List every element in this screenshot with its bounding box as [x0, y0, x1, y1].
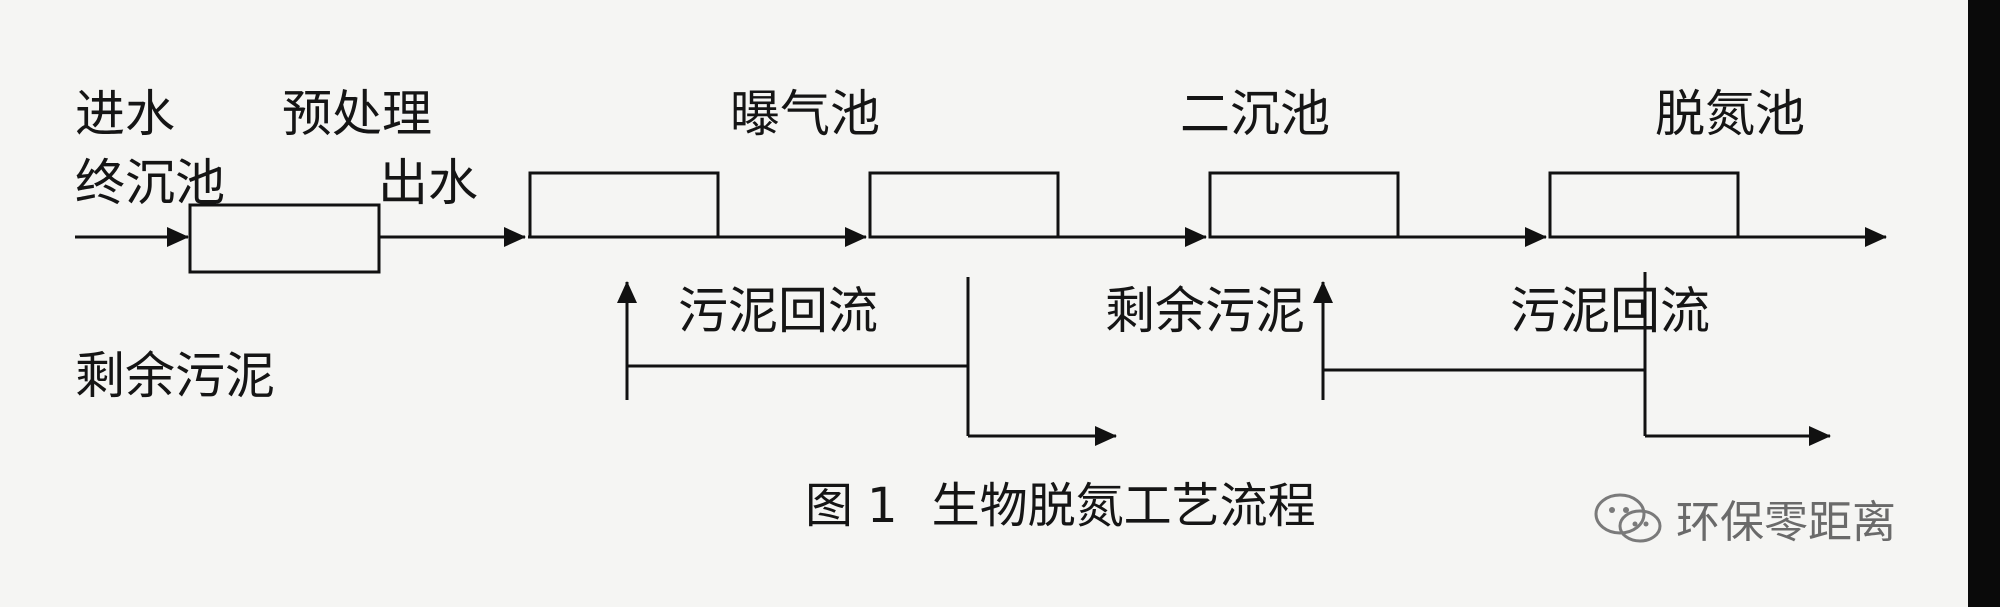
middle-box — [1208, 171, 1400, 239]
label-return-sludge-2: 污泥回流 — [1510, 282, 1710, 340]
caption-figure: 图 — [805, 478, 854, 534]
wechat-icon — [1594, 493, 1662, 543]
denitrification-box — [1548, 171, 1740, 239]
label-return-sludge-1: 污泥回流 — [678, 282, 878, 340]
label-outlet: 出水 — [378, 154, 478, 212]
label-aeration-tank: 曝气池 — [730, 85, 880, 143]
caption-title: 生物脱氮工艺流程 — [931, 478, 1316, 534]
watermark-text: 环保零距离 — [1676, 497, 1896, 548]
label-inlet: 进水 — [75, 85, 175, 143]
right-edge-bar — [1968, 0, 2000, 607]
secondary-clarifier-box — [868, 171, 1060, 239]
watermark: 环保零距离 — [1590, 488, 1896, 548]
label-pretreatment: 预处理 — [282, 85, 432, 143]
caption-number: 1 — [867, 478, 898, 534]
aeration-box — [528, 171, 720, 239]
pretreatment-box — [188, 203, 381, 274]
label-secondary-clarifier: 二沉池 — [1180, 85, 1330, 143]
label-excess-sludge-2: 剩余污泥 — [1105, 282, 1305, 340]
label-denitrification-tank: 脱氮池 — [1655, 85, 1805, 143]
label-final-clarifier: 终沉池 — [75, 154, 225, 212]
label-excess-sludge-1: 剩余污泥 — [75, 347, 275, 405]
